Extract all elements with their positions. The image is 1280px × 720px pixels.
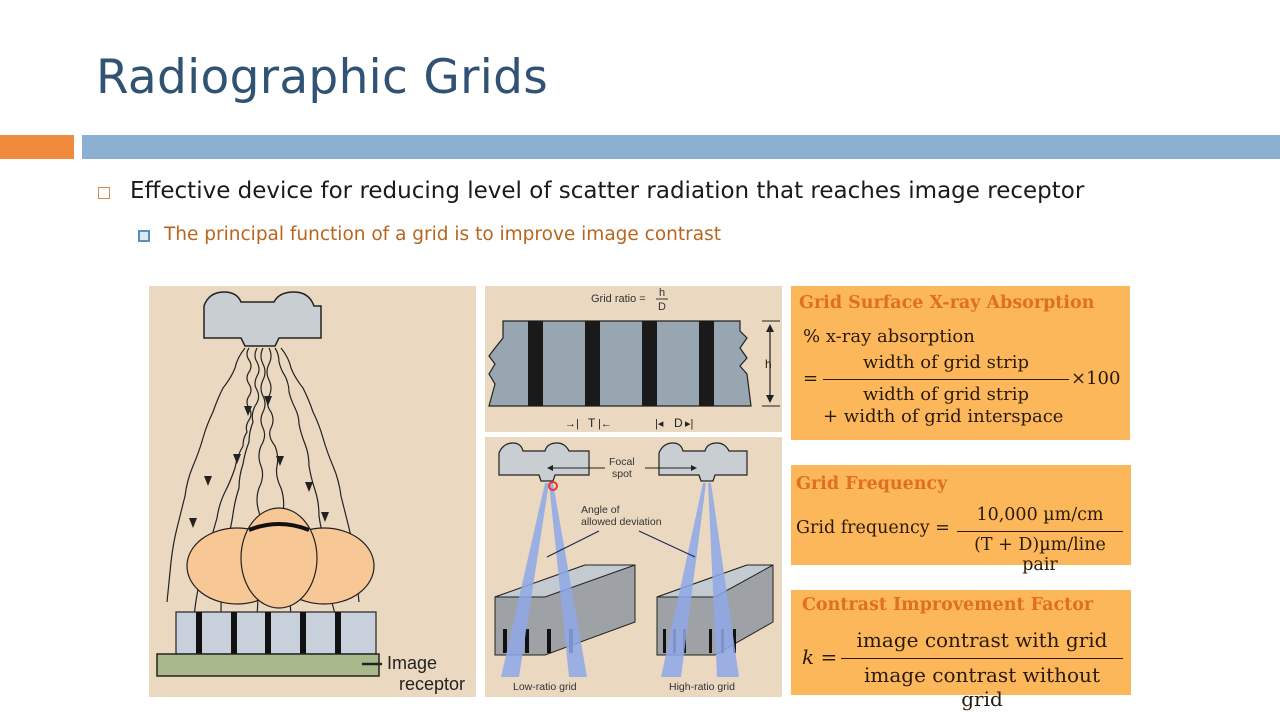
svg-text:h: h	[659, 287, 665, 299]
formula-contrast-improvement: Contrast Improvement Factor k = image co…	[791, 590, 1131, 711]
formula-heading: Contrast Improvement Factor	[802, 595, 1094, 615]
receptor-label-1: Image	[387, 653, 437, 673]
filled-square-bullet-icon	[138, 229, 150, 242]
accent-bar-blue	[82, 135, 1280, 159]
low-ratio-caption: Low-ratio grid	[513, 681, 577, 693]
svg-text:allowed deviation: allowed deviation	[581, 516, 662, 528]
svg-text:spot: spot	[612, 468, 632, 480]
cursor-pointer-icon	[548, 481, 558, 491]
bullet-text: Effective device for reducing level of s…	[130, 178, 1085, 204]
grid-cross-section	[488, 320, 752, 407]
formula-heading: Grid Surface X-ray Absorption	[799, 293, 1095, 313]
formula-heading: Grid Frequency	[796, 474, 948, 494]
bullet-level-1: Effective device for reducing level of s…	[98, 178, 1084, 204]
svg-text:D: D	[658, 301, 666, 313]
figure-grid-ratio-comparison: Focal spot Angle of allowed deviation Lo…	[485, 437, 782, 697]
xray-beam-cones	[501, 483, 739, 677]
svg-text:Focal: Focal	[609, 456, 635, 468]
xray-tube-left-icon	[498, 442, 590, 482]
formula-grid-absorption: Grid Surface X-ray Absorption % x-ray ab…	[791, 286, 1130, 440]
receptor-label-2: receptor	[399, 674, 465, 694]
high-ratio-caption: High-ratio grid	[669, 681, 735, 693]
patient-body	[186, 507, 375, 609]
figure-scatter-grid: Image receptor	[149, 286, 476, 697]
formula-grid-frequency: Grid Frequency Grid frequency = 10,000 µ…	[791, 465, 1131, 575]
svg-text:|←: |←	[598, 418, 612, 430]
svg-text:T: T	[588, 416, 596, 430]
image-receptor	[156, 653, 380, 677]
xray-tube-icon	[203, 291, 322, 347]
grid-block	[175, 611, 377, 655]
svg-text:→|: →|	[565, 418, 579, 430]
bullet-level-2: The principal function of a grid is to i…	[138, 224, 721, 245]
xray-tube-right-icon	[658, 442, 748, 482]
accent-bar-orange	[0, 135, 74, 159]
svg-text:h: h	[765, 357, 772, 371]
arrowheads	[189, 396, 329, 528]
svg-text:|◂: |◂	[655, 418, 664, 430]
scatter-diagram: Image receptor	[156, 291, 465, 694]
svg-text:▸|: ▸|	[685, 418, 693, 430]
hollow-square-bullet-icon	[98, 187, 110, 199]
slide-title: Radiographic Grids	[96, 50, 549, 105]
svg-text:Angle of: Angle of	[581, 504, 620, 516]
figure-grid-ratio: Grid ratio = h D h T →| |← D |◂ ▸|	[485, 286, 782, 432]
grid-ratio-label: Grid ratio =	[591, 293, 646, 305]
svg-text:D: D	[674, 416, 683, 430]
sub-bullet-text: The principal function of a grid is to i…	[164, 224, 721, 245]
